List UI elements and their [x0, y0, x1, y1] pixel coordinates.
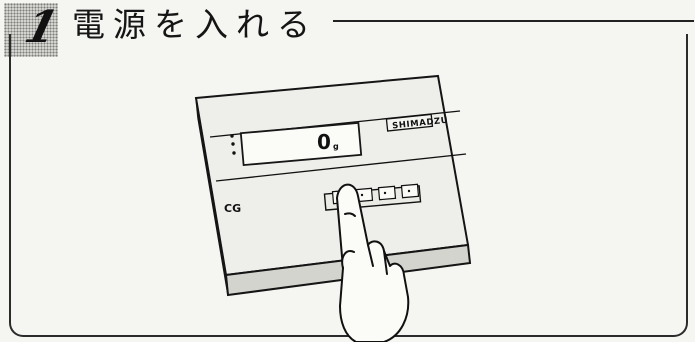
- section-title: 電源を入れる: [72, 5, 318, 44]
- display-unit: g: [333, 142, 339, 151]
- title-rule: [333, 20, 694, 22]
- pointing-hand: [336, 183, 410, 342]
- key-3[interactable]: [377, 185, 397, 201]
- scale-device: 0 g SHIMADZU CG ↓: [194, 74, 472, 297]
- step-number-badge: 1: [4, 2, 63, 57]
- scale-illustration: 0 g SHIMADZU CG ↓: [194, 74, 472, 342]
- model-label: CG: [224, 202, 241, 215]
- weight-display: [239, 121, 363, 167]
- section-header: 1 電源を入れる: [0, 0, 695, 57]
- display-value: 0: [317, 130, 331, 154]
